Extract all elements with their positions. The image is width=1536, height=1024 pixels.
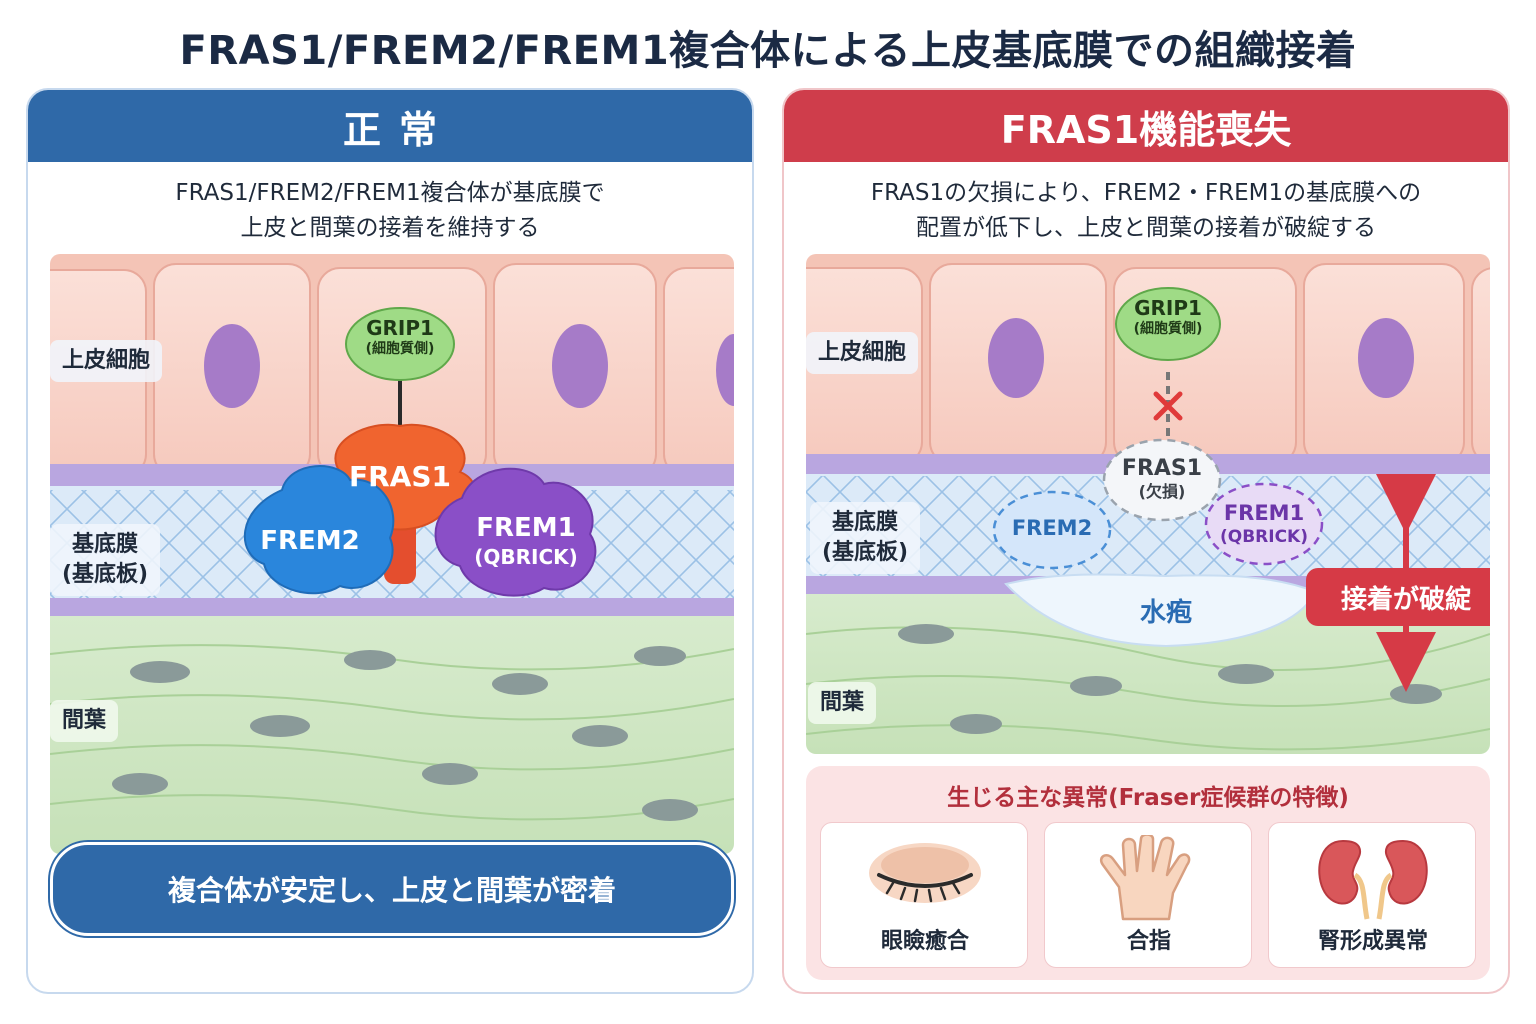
normal-tissue-scene: GRIP1 (細胞質側) FRAS1 FREM2 FREM1 (QBRICK) … xyxy=(50,254,734,854)
normal-summary-bar: 複合体が安定し、上皮と間葉が密着 xyxy=(50,842,734,936)
defects-title: 生じる主な異常(Fraser症候群の特徴) xyxy=(947,785,1349,811)
loss-fras1-text: FRAS1 xyxy=(1121,456,1203,481)
loss-tissue-scene: GRIP1 (細胞質側) FRAS1 (欠損) FREM2 FREM1 (QBR… xyxy=(806,254,1490,754)
frem1-label: FREM1 (QBRICK) xyxy=(456,512,596,570)
defect-card-renal: 腎形成異常 xyxy=(1268,822,1476,968)
normal-basement-line1: 基底膜 xyxy=(72,532,139,557)
loss-subtitle-line1: FRAS1の欠損により、FREM2・FREM1の基底膜への xyxy=(870,180,1422,206)
broken-link-x-icon xyxy=(1153,391,1183,421)
loss-fras1-sub: (欠損) xyxy=(1138,482,1186,501)
loss-header: FRAS1機能喪失 xyxy=(784,90,1508,162)
loss-subtitle: FRAS1の欠損により、FREM2・FREM1の基底膜への 配置が低下し、上皮と… xyxy=(784,162,1508,246)
syndactyly-hand-icon xyxy=(1099,835,1191,921)
fras1-label: FRAS1 xyxy=(348,460,451,493)
normal-panel: 正常 FRAS1/FREM2/FREM1複合体が基底膜で 上皮と間葉の接着を維持… xyxy=(26,88,754,994)
loss-grip1-label: GRIP1 (細胞質側) xyxy=(1116,296,1220,338)
normal-header: 正常 xyxy=(28,90,752,162)
frem1-text: FREM1 xyxy=(476,513,576,543)
defects-box: 生じる主な異常(Fraser症候群の特徴) 眼瞼癒合 xyxy=(806,766,1490,980)
mesenchyme-fibers xyxy=(50,644,734,821)
loss-grip1-sub: (細胞質側) xyxy=(1133,321,1203,337)
closed-eye-icon xyxy=(869,843,981,903)
defect-card-cryptophthalmos: 眼瞼癒合 xyxy=(820,822,1028,968)
defect-card-syndactyly: 合指 xyxy=(1044,822,1252,968)
loss-basement-label: 基底膜 (基底板) xyxy=(810,502,921,574)
defect-label-cryptophthalmos: 眼瞼癒合 xyxy=(880,929,969,954)
loss-tissue-illustration xyxy=(806,254,1490,754)
kidney-icon xyxy=(1318,839,1428,920)
loss-basement-line1: 基底膜 xyxy=(832,510,899,535)
loss-grip1-text: GRIP1 xyxy=(1134,296,1202,320)
defect-label-renal: 腎形成異常 xyxy=(1317,929,1428,954)
normal-tissue-illustration xyxy=(50,254,734,854)
normal-grip1-text: GRIP1 xyxy=(366,316,434,340)
frem1-sub: (QBRICK) xyxy=(474,545,578,569)
defect-label-syndactyly: 合指 xyxy=(1126,929,1171,954)
normal-mesenchyme-label: 間葉 xyxy=(50,700,119,742)
adhesion-break-badge: 接着が破綻 xyxy=(1306,568,1490,626)
loss-subtitle-line2: 配置が低下し、上皮と間葉の接着が破綻する xyxy=(916,215,1376,241)
normal-basement-line2: (基底板) xyxy=(62,562,149,587)
loss-mesenchyme-label: 間葉 xyxy=(808,682,877,724)
page-title: FRAS1/FREM2/FREM1複合体による上皮基底膜での組織接着 xyxy=(179,28,1357,74)
normal-epithelium-label: 上皮細胞 xyxy=(50,340,163,382)
loss-panel: FRAS1機能喪失 FRAS1の欠損により、FREM2・FREM1の基底膜への … xyxy=(782,88,1510,994)
mesenchymal-nuclei xyxy=(112,646,698,821)
loss-frem1-label: FREM1 (QBRICK) xyxy=(1204,500,1324,548)
loss-frem1-text: FREM1 xyxy=(1223,501,1305,525)
loss-epithelium-label: 上皮細胞 xyxy=(806,332,919,374)
loss-fras1-label: FRAS1 (欠損) xyxy=(1102,456,1222,502)
blister-label: 水疱 xyxy=(1139,598,1192,628)
loss-frem2-label: FREM2 xyxy=(1011,516,1093,540)
normal-subtitle-line1: FRAS1/FREM2/FREM1複合体が基底膜で xyxy=(175,180,605,206)
loss-frem1-sub: (QBRICK) xyxy=(1219,527,1308,547)
normal-basement-label: 基底膜 (基底板) xyxy=(50,524,161,596)
loss-basement-line2: (基底板) xyxy=(822,540,909,565)
normal-subtitle-line2: 上皮と間葉の接着を維持する xyxy=(240,215,540,241)
normal-grip1-label: GRIP1 (細胞質側) xyxy=(346,316,454,358)
normal-grip1-sub: (細胞質側) xyxy=(365,341,435,357)
normal-subtitle: FRAS1/FREM2/FREM1複合体が基底膜で 上皮と間葉の接着を維持する xyxy=(28,162,752,246)
frem2-label: FREM2 xyxy=(260,526,360,556)
